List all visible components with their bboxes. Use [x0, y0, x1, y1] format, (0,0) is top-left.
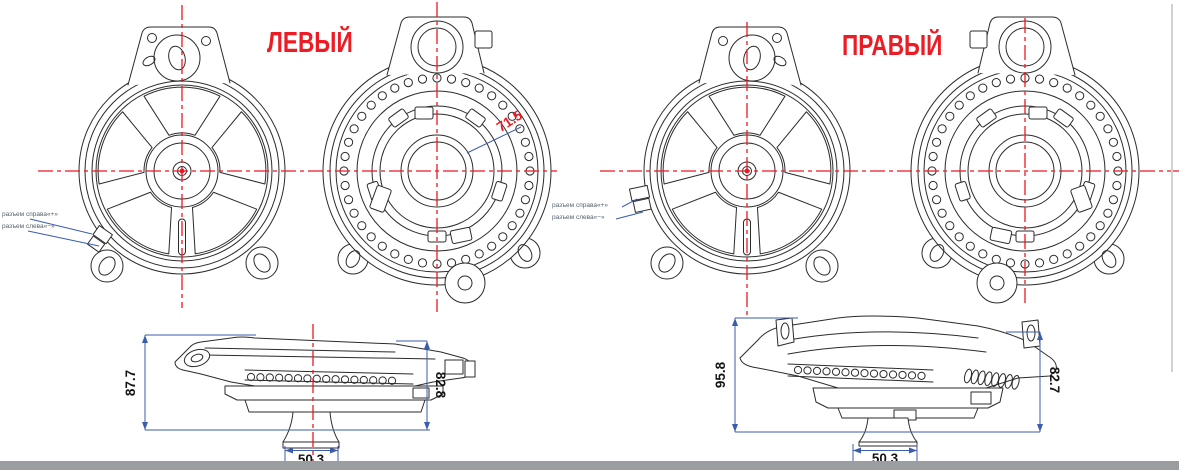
- right-connector-block: [628, 184, 652, 213]
- right-connector-minus-label: разъем слева«−»: [552, 214, 605, 221]
- page-edge-line: [1171, 4, 1173, 372]
- dim-right-height-right: 82.7: [1047, 367, 1062, 393]
- dimension-lines: [27, 126, 1043, 467]
- dim-left-height-right: 82.8: [433, 372, 448, 399]
- left-connector-plus-label: разъем справа«+»: [2, 211, 58, 218]
- left-speaker-side-view: [174, 336, 476, 449]
- footer-bar: [0, 461, 1179, 470]
- left-title: ЛЕВЫЙ: [267, 27, 353, 59]
- left-connector-block: [87, 225, 113, 253]
- dim-left-height-left: 87.7: [123, 370, 138, 396]
- dim-right-height-left: 95.8: [713, 361, 728, 388]
- right-title: ПРАВЫЙ: [842, 30, 943, 62]
- right-connector-plus-label: разъем справа«+»: [552, 202, 608, 209]
- centerlines: [38, 2, 1179, 466]
- left-connector-minus-label: разъем слева«−»: [2, 223, 55, 230]
- right-speaker-side-view: [739, 315, 1057, 447]
